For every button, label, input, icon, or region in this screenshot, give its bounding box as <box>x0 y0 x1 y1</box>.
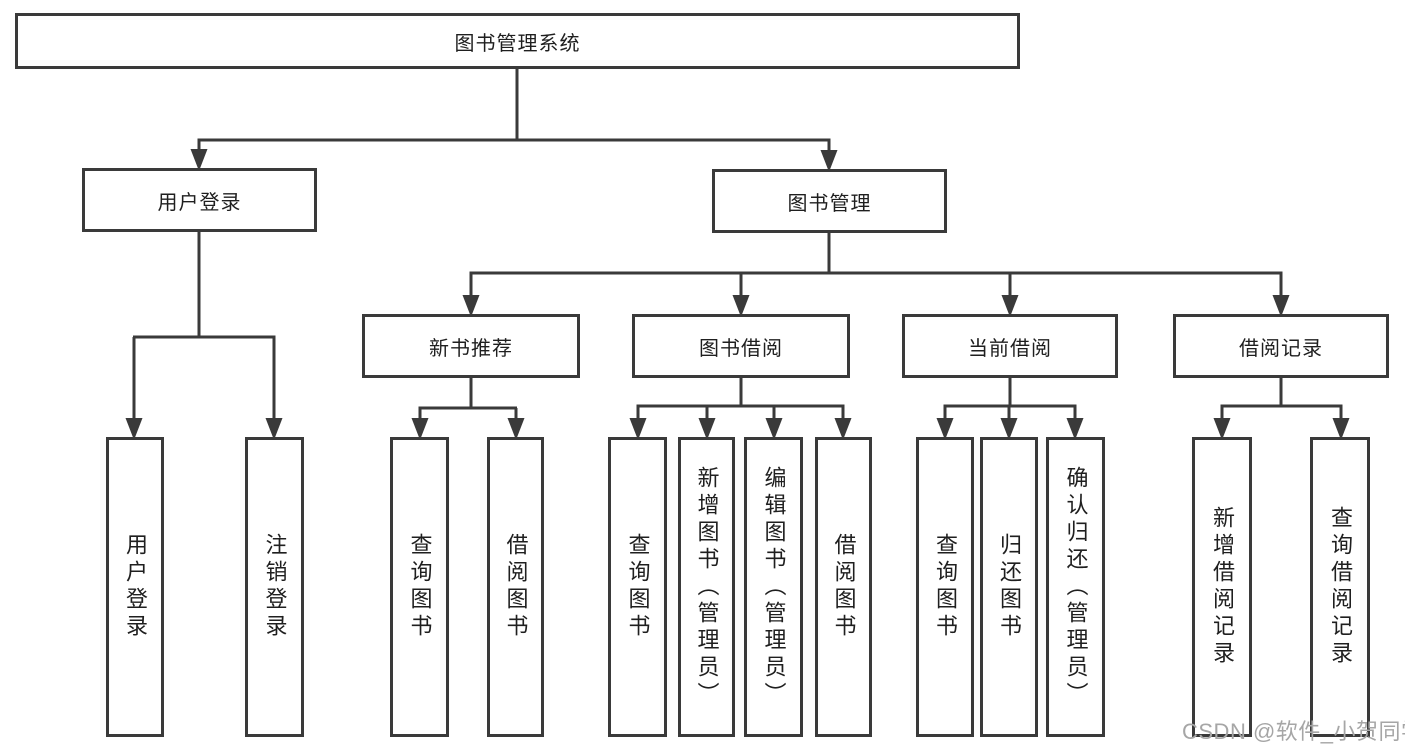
arrow-down-icon <box>834 418 852 440</box>
leaf-borrow-books-recommend: 借阅图书 <box>487 437 544 737</box>
node-current-borrow: 当前借阅 <box>902 314 1118 378</box>
leaf-borrow-books-borrow: 借阅图书 <box>815 437 872 737</box>
leaf-query-books-borrow: 查询图书 <box>608 437 667 737</box>
leaf-edit-book-admin: 编辑图书（管理员） <box>744 437 803 737</box>
arrow-down-icon <box>190 149 208 171</box>
leaf-logout: 注销登录 <box>245 437 304 737</box>
arrow-down-icon <box>1272 295 1290 317</box>
node-new-book-recommend: 新书推荐 <box>362 314 580 378</box>
arrow-down-icon <box>732 295 750 317</box>
arrow-down-icon <box>629 418 647 440</box>
watermark-text: CSDN @软件_小贺同学 <box>1182 719 1405 744</box>
arrow-down-icon <box>698 418 716 440</box>
arrow-down-icon <box>462 295 480 317</box>
leaf-confirm-return-admin: 确认归还（管理员） <box>1046 437 1105 737</box>
arrow-down-icon <box>936 418 954 440</box>
leaf-add-book-admin: 新增图书（管理员） <box>678 437 735 737</box>
arrow-down-icon <box>1000 418 1018 440</box>
arrow-down-icon <box>820 150 838 172</box>
leaf-query-books-recommend: 查询图书 <box>390 437 449 737</box>
leaf-query-books-current: 查询图书 <box>916 437 974 737</box>
arrow-down-icon <box>507 418 525 440</box>
node-book-management-group: 图书管理 <box>712 169 947 233</box>
arrow-down-icon <box>265 418 283 440</box>
node-borrow-records: 借阅记录 <box>1173 314 1389 378</box>
arrow-down-icon <box>411 418 429 440</box>
arrow-down-icon <box>125 418 143 440</box>
leaf-user-login: 用户登录 <box>106 437 164 737</box>
arrow-down-icon <box>1332 418 1350 440</box>
arrow-down-icon <box>1066 418 1084 440</box>
node-library-system: 图书管理系统 <box>15 13 1020 69</box>
arrow-down-icon <box>765 418 783 440</box>
leaf-add-borrow-record: 新增借阅记录 <box>1192 437 1252 737</box>
node-user-login-group: 用户登录 <box>82 168 317 232</box>
arrow-down-icon <box>1213 418 1231 440</box>
arrow-down-icon <box>1001 295 1019 317</box>
leaf-return-books: 归还图书 <box>980 437 1038 737</box>
leaf-query-borrow-record: 查询借阅记录 <box>1310 437 1370 737</box>
node-book-borrow: 图书借阅 <box>632 314 850 378</box>
